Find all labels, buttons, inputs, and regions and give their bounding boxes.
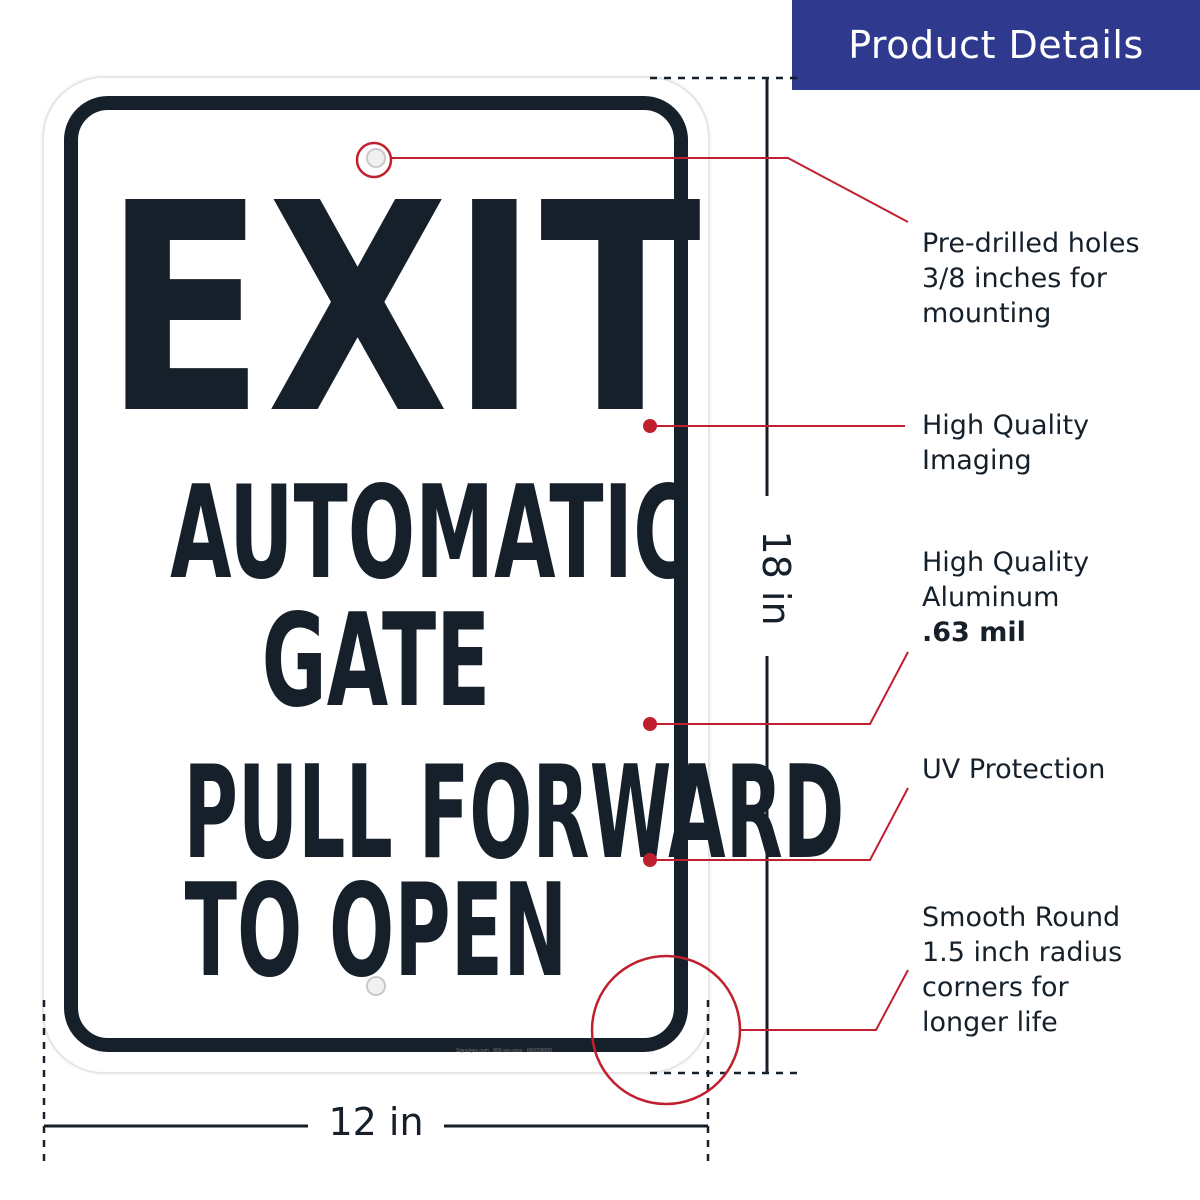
sign-line-exit: EXIT (103, 142, 703, 477)
callout-corners-line1: Smooth Round (922, 902, 1121, 933)
callout-corners-line4: longer life (922, 1007, 1058, 1038)
uv-leader-line (650, 787, 909, 861)
sign-fineprint: SignsIgns.com · 800-xxx-xxxx · 000000000 (456, 1048, 552, 1054)
banner-title: Product Details (848, 23, 1144, 67)
callout-holes-line1: Pre-drilled holes (922, 228, 1140, 259)
width-label: 12 in (312, 1100, 440, 1144)
top-mounting-hole (366, 148, 386, 168)
callout-holes-line2: 3/8 inches for (922, 263, 1107, 294)
callout-aluminum-line1: High Quality (922, 547, 1090, 578)
hole-highlight-circle (355, 141, 393, 179)
callout-uv-line1: UV Protection (922, 754, 1106, 785)
holes-leader-line (391, 157, 909, 223)
callout-aluminum-thickness: .63 mil (922, 617, 1026, 648)
callout-imaging-line2: Imaging (922, 445, 1032, 476)
callout-uv: UV Protection (922, 752, 1192, 787)
corner-highlight-circle (590, 954, 742, 1106)
exit-sign: EXIT AUTOMATIC GATE PULL FORWARD TO OPEN… (44, 78, 844, 1072)
callout-corners-line2: 1.5 inch radius (922, 937, 1123, 968)
callout-aluminum: High Quality Aluminum .63 mil (922, 545, 1192, 650)
corners-leader-line (740, 969, 909, 1031)
aluminum-leader-line (650, 651, 909, 725)
sign-line-gate: GATE (261, 587, 491, 736)
callout-holes-line3: mounting (922, 298, 1052, 329)
callout-corners: Smooth Round 1.5 inch radius corners for… (922, 900, 1192, 1040)
sign-line-to-open: TO OPEN (184, 857, 568, 1006)
callout-holes: Pre-drilled holes 3/8 inches for mountin… (922, 226, 1192, 331)
sign-border (64, 96, 688, 1052)
bottom-mounting-hole (366, 976, 386, 996)
height-label: 18 in (752, 523, 798, 633)
callout-imaging: High Quality Imaging (922, 408, 1192, 478)
product-details-banner: Product Details (792, 0, 1200, 90)
callout-imaging-line1: High Quality (922, 410, 1090, 441)
callout-aluminum-line2: Aluminum (922, 582, 1060, 613)
callout-corners-line3: corners for (922, 972, 1069, 1003)
